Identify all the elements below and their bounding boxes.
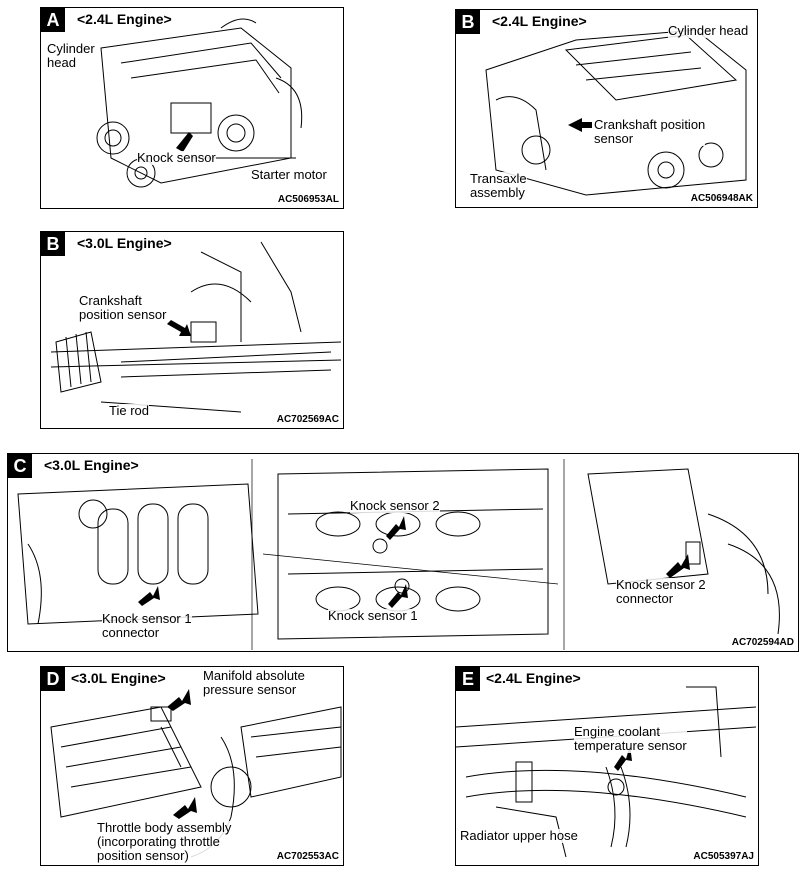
label-throttle-body: Throttle body assembly (incorporating th… — [97, 820, 232, 863]
panel-d-title: <3.0L Engine> — [71, 670, 166, 686]
engine-illustration-b24 — [485, 29, 747, 196]
label-transaxle-b24: Transaxle assembly — [470, 171, 527, 200]
panel-e-letter: E — [456, 667, 480, 691]
engine-illustration-b30 — [50, 241, 342, 413]
panel-a-letter: A — [41, 8, 65, 32]
figure-code-c: AC702594AD — [731, 637, 794, 648]
label-knock2: Knock sensor 2 — [350, 498, 440, 513]
figure-code-b30: AC702569AC — [276, 414, 339, 425]
panel-b24-letter: B — [456, 10, 480, 34]
figure-code-b24: AC506948AK — [690, 193, 753, 204]
label-coolant-sensor: Engine coolant temperature sensor — [574, 724, 687, 753]
label-starter-motor-a: Starter motor — [251, 167, 327, 182]
engine-illustration-d — [50, 689, 342, 858]
label-crankshaft-sensor-b30: Crankshaft position sensor — [79, 293, 167, 322]
label-knock2-connector: Knock sensor 2 connector — [616, 577, 706, 606]
label-map-sensor: Manifold absolute pressure sensor — [203, 668, 305, 697]
label-tie-rod-b30: Tie rod — [109, 403, 149, 418]
label-knock1-connector: Knock sensor 1 connector — [102, 611, 192, 640]
panel-b-24: B <2.4L Engine> Cylinder head Crankshaft… — [455, 9, 758, 208]
panel-a: A <2.4L Engine> Cylinder head Knock sens… — [40, 7, 344, 209]
figure-code-e: AC505397AJ — [693, 851, 754, 862]
figure-code-d: AC702553AC — [276, 851, 339, 862]
panel-b24-title: <2.4L Engine> — [492, 13, 587, 29]
panel-b30-title: <3.0L Engine> — [77, 235, 172, 251]
panel-d-letter: D — [41, 667, 65, 691]
engine-illustration-a — [96, 18, 303, 188]
panel-e-title: <2.4L Engine> — [486, 670, 581, 686]
panel-a-title: <2.4L Engine> — [77, 11, 172, 27]
label-cylinder-head-a: Cylinder head — [47, 41, 95, 70]
label-knock1: Knock sensor 1 — [328, 608, 418, 623]
label-crankshaft-sensor-b24: Crankshaft position sensor — [594, 117, 706, 146]
panel-b30-letter: B — [41, 232, 65, 256]
label-radiator-hose: Radiator upper hose — [460, 828, 578, 843]
panel-b-30: B <3.0L Engine> Crankshaft position sens… — [40, 231, 344, 429]
panel-c-title: <3.0L Engine> — [44, 457, 139, 473]
panel-d: D <3.0L Engine> Manifold absolute pressu… — [40, 666, 344, 866]
figure-code-a: AC506953AL — [277, 194, 339, 205]
label-knock-sensor-a: Knock sensor — [137, 150, 216, 165]
panel-c: C <3.0L Engine> Knock sensor 1 connector… — [7, 453, 799, 652]
panel-c-letter: C — [8, 454, 32, 478]
label-cylinder-head-b24: Cylinder head — [668, 23, 749, 38]
panel-e: E <2.4L Engine> Engine coolant temperatu… — [455, 666, 759, 866]
